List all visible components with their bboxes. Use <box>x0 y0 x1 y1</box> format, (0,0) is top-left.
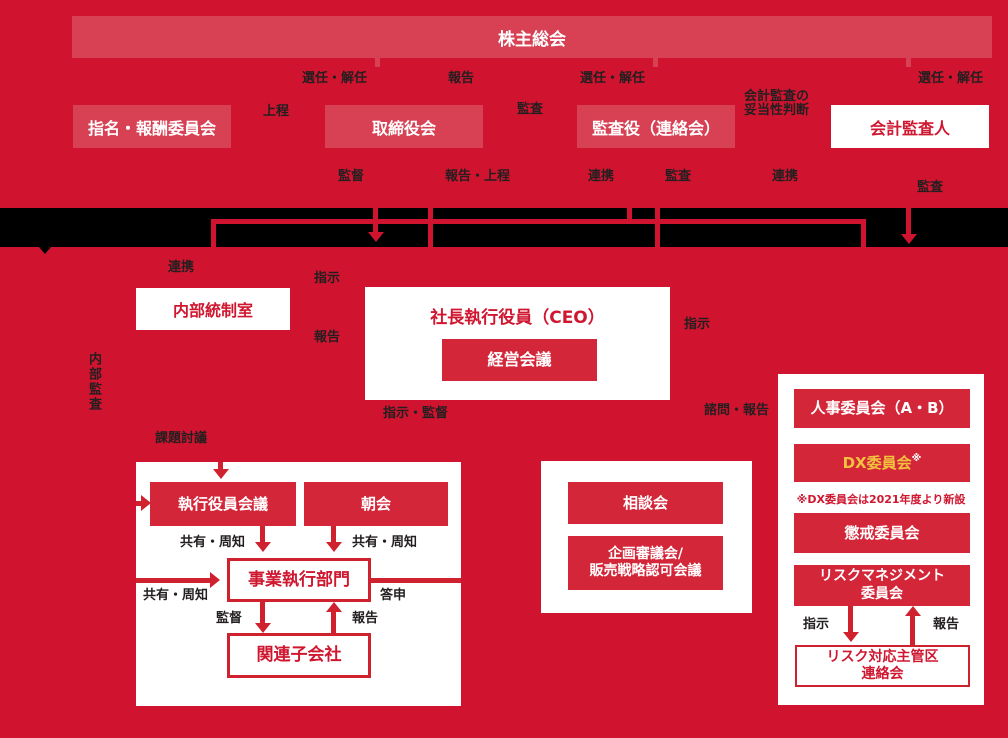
label-report-submission: 報告・上程 <box>445 169 511 184</box>
banner-stub-right <box>906 58 911 67</box>
label-instruction-1: 指示 <box>314 271 341 286</box>
label-share-notify-2: 共有・周知 <box>352 535 418 550</box>
label-appoint-dismiss-2: 選任・解任 <box>580 71 646 86</box>
band-black-tick <box>39 247 51 254</box>
risk-report-arrow-head <box>905 606 921 616</box>
label-audit-2: 監査 <box>665 169 692 184</box>
exec-left-arrow-head <box>141 495 151 511</box>
risk-liaison-line1: リスク対応主管区 <box>826 649 939 666</box>
risk-liaison-box: リスク対応主管区 連絡会 <box>795 645 970 687</box>
risk-instruction-arrow-head <box>843 632 859 642</box>
label-cooperation-3: 連携 <box>168 260 195 275</box>
executive-officers-meeting-box: 執行役員会議 <box>150 482 296 526</box>
label-share-notify-1: 共有・周知 <box>180 535 246 550</box>
band-line-to-internal-control <box>211 221 216 247</box>
label-issue-discussion: 課題討議 <box>155 431 208 446</box>
accounting-auditor-box: 会計監査人 <box>831 105 989 148</box>
exec-share-arrow-shaft <box>136 578 212 583</box>
label-audit-3: 監査 <box>917 180 944 195</box>
nomination-committee-box: 指名・報酬委員会 <box>73 105 231 148</box>
label-audit-validity-line2: 妥当性判断 <box>744 103 810 118</box>
board-of-directors-box: 取締役会 <box>325 105 483 148</box>
internal-control-office-box: 内部統制室 <box>136 288 290 330</box>
risk-management-line2: 委員会 <box>861 585 903 602</box>
meetings-panel: 相談会 企画審議会/ 販売戦略認可会議 <box>541 461 752 613</box>
label-answer: 答申 <box>380 588 407 603</box>
band-line-cooperation <box>627 208 632 224</box>
label-supervision-2: 監督 <box>216 611 243 626</box>
management-meeting-box: 経営会議 <box>442 339 597 381</box>
banner-stub-left <box>375 58 380 67</box>
label-internal-audit: 内部監査 <box>86 352 101 412</box>
band-arrow-auditor-audit-head <box>901 234 917 244</box>
affiliated-subsidiaries-box: 関連子会社 <box>227 633 371 678</box>
exec-top-arrow-head <box>213 469 229 479</box>
label-consultation-report: 諮問・報告 <box>704 403 770 418</box>
exec-supervision-arrow-head <box>255 623 271 633</box>
consultation-meeting-box: 相談会 <box>568 482 723 524</box>
exec-answer-line <box>371 578 461 583</box>
label-audit-validity: 会計監査の 妥当性判断 <box>744 90 809 118</box>
dx-note: ※DX委員会は2021年度より新設 <box>796 493 966 506</box>
label-cooperation-1: 連携 <box>588 169 615 184</box>
executive-panel: 執行役員会議 朝会 共有・周知 共有・周知 事業執行部門 共有・周知 答申 監督… <box>136 462 461 706</box>
exec-top-arrow-shaft <box>218 462 223 470</box>
auditors-box: 監査役（連絡会） <box>577 105 735 148</box>
dx-committee-box: DX委員会※ <box>794 444 970 482</box>
disciplinary-committee-box: 懲戒委員会 <box>794 513 970 553</box>
exec-share-arrow-head <box>210 572 220 588</box>
label-report-2: 報告 <box>314 330 341 345</box>
exec-left-arrow-shaft <box>136 501 143 506</box>
banner-stub-middle <box>653 58 658 67</box>
exec-down-arrow1-head <box>255 542 271 552</box>
planning-council-line1: 企画審議会/ <box>607 545 684 562</box>
label-submission: 上程 <box>263 104 290 119</box>
risk-instruction-arrow-shaft <box>848 606 853 633</box>
label-supervision-1: 監督 <box>338 169 365 184</box>
morning-meeting-box: 朝会 <box>304 482 448 526</box>
planning-council-box: 企画審議会/ 販売戦略認可会議 <box>568 536 723 590</box>
risk-liaison-line2: 連絡会 <box>861 666 904 682</box>
planning-council-line2: 販売戦略認可会議 <box>589 563 702 579</box>
exec-down-arrow2-shaft <box>331 526 336 543</box>
band-line-supervision <box>373 208 378 233</box>
exec-report-arrow-head <box>326 602 342 612</box>
label-instruction-2: 指示 <box>684 317 711 332</box>
band-arrow-supervision-head <box>368 232 384 242</box>
exec-down-arrow1-shaft <box>260 526 265 543</box>
label-appoint-dismiss-3: 選任・解任 <box>918 71 984 86</box>
label-report-4: 報告 <box>933 617 960 632</box>
label-cooperation-2: 連携 <box>772 169 799 184</box>
label-report-1: 報告 <box>448 71 475 86</box>
shareholders-meeting-banner: 株主総会 <box>72 16 992 58</box>
hr-committee-box: 人事委員会（A・B） <box>794 389 970 428</box>
dx-asterisk-mark: ※ <box>911 452 922 464</box>
exec-report-arrow-shaft <box>331 611 336 633</box>
risk-management-committee-box: リスクマネジメント 委員会 <box>794 565 970 606</box>
black-divider-band <box>0 208 1008 247</box>
band-horizontal-line <box>211 219 866 224</box>
risk-management-line1: リスクマネジメント <box>819 568 945 584</box>
label-instruction-supervision: 指示・監督 <box>383 406 449 421</box>
exec-supervision-arrow-shaft <box>260 602 265 624</box>
risk-report-arrow-shaft <box>910 615 915 645</box>
committees-panel: 人事委員会（A・B） DX委員会※ ※DX委員会は2021年度より新設 懲戒委員… <box>778 374 984 705</box>
dx-committee-label: DX委員会※ <box>842 452 922 473</box>
band-line-report-submission <box>428 208 433 247</box>
band-line-audit <box>655 208 660 247</box>
label-instruction-3: 指示 <box>803 617 830 632</box>
label-report-3: 報告 <box>352 611 379 626</box>
band-line-auditor-audit <box>906 208 911 235</box>
label-appoint-dismiss-1: 選任・解任 <box>302 71 368 86</box>
label-share-notify-3: 共有・周知 <box>143 588 209 603</box>
exec-down-arrow2-head <box>326 542 342 552</box>
ceo-title: 社長執行役員（CEO） <box>430 308 605 328</box>
ceo-panel: 社長執行役員（CEO） 経営会議 <box>365 287 670 400</box>
business-execution-division-box: 事業執行部門 <box>227 558 371 602</box>
label-audit-1: 監査 <box>517 102 544 117</box>
band-line-right-corner <box>861 219 866 247</box>
dx-committee-text: DX委員会 <box>842 453 912 472</box>
label-audit-validity-line1: 会計監査の <box>744 89 810 104</box>
